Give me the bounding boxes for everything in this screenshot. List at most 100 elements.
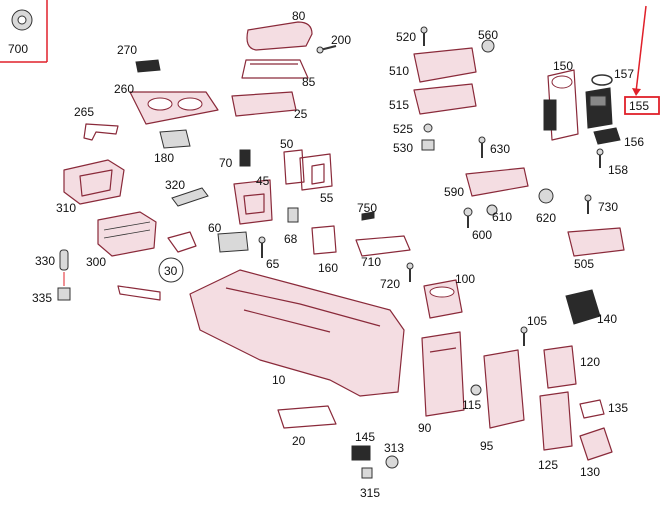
part-515[interactable] — [413, 83, 477, 115]
part-95[interactable] — [483, 349, 525, 429]
part-150[interactable] — [543, 69, 579, 141]
part-200[interactable] — [316, 45, 337, 54]
part-135[interactable] — [579, 399, 605, 419]
label-620: 620 — [536, 211, 556, 225]
part-530[interactable] — [421, 139, 435, 151]
part-335[interactable] — [57, 272, 71, 301]
part-525[interactable] — [423, 123, 433, 133]
part-315[interactable] — [361, 467, 373, 479]
label-65: 65 — [266, 257, 280, 271]
part-320[interactable] — [171, 187, 209, 207]
label-710: 710 — [361, 255, 381, 269]
label-135: 135 — [608, 401, 628, 415]
label-85: 85 — [302, 75, 316, 89]
part-20[interactable] — [277, 405, 337, 429]
part-260[interactable] — [129, 91, 219, 125]
label-157: 157 — [614, 67, 634, 81]
part-105[interactable] — [520, 326, 528, 346]
part-10[interactable] — [189, 269, 405, 397]
label-55: 55 — [320, 191, 334, 205]
label-125: 125 — [538, 458, 558, 472]
part-158[interactable] — [596, 148, 604, 168]
part-60[interactable] — [217, 231, 249, 253]
part-157[interactable] — [591, 74, 613, 86]
part-68[interactable] — [287, 207, 299, 223]
label-310: 310 — [56, 201, 76, 215]
label-720: 720 — [380, 277, 400, 291]
label-50: 50 — [280, 137, 294, 151]
part-65[interactable] — [258, 236, 266, 258]
label-155: 155 — [629, 99, 649, 113]
part-590[interactable] — [465, 167, 529, 197]
label-80: 80 — [292, 9, 306, 23]
part-180[interactable] — [159, 129, 191, 149]
label-70: 70 — [219, 156, 233, 170]
label-525: 525 — [393, 122, 413, 136]
label-90: 90 — [418, 421, 432, 435]
label-160: 160 — [318, 261, 338, 275]
part-130[interactable] — [579, 427, 613, 461]
part-156[interactable] — [593, 127, 621, 145]
label-20: 20 — [292, 434, 306, 448]
part-520[interactable] — [420, 26, 428, 46]
label-150: 150 — [553, 59, 573, 73]
part-560[interactable] — [481, 39, 495, 53]
label-260: 260 — [114, 82, 134, 96]
label-560: 560 — [478, 28, 498, 42]
part-90[interactable] — [421, 331, 465, 417]
part-313[interactable] — [385, 455, 399, 469]
label-200: 200 — [331, 33, 351, 47]
part-80[interactable] — [246, 21, 313, 51]
part-145[interactable] — [351, 445, 371, 461]
label-315: 315 — [360, 486, 380, 500]
label-95: 95 — [480, 439, 494, 453]
part-50[interactable] — [283, 149, 305, 185]
label-180: 180 — [154, 151, 174, 165]
label-100: 100 — [455, 272, 475, 286]
label-10: 10 — [272, 373, 286, 387]
part-30[interactable] — [117, 231, 197, 301]
part-730[interactable] — [584, 194, 592, 214]
part-720[interactable] — [406, 262, 414, 282]
part-100[interactable] — [423, 279, 463, 319]
part-140[interactable] — [565, 289, 601, 325]
part-125[interactable] — [539, 391, 573, 451]
part-700[interactable] — [0, 0, 48, 63]
part-750[interactable] — [361, 211, 375, 221]
part-620[interactable] — [538, 188, 554, 204]
label-505: 505 — [574, 257, 594, 271]
label-300: 300 — [86, 255, 106, 269]
part-600[interactable] — [463, 207, 473, 228]
part-300[interactable] — [97, 211, 157, 257]
part-55[interactable] — [299, 153, 333, 191]
part-85[interactable] — [241, 59, 309, 79]
label-600: 600 — [472, 228, 492, 242]
part-630[interactable] — [478, 136, 486, 158]
part-265[interactable] — [83, 123, 119, 141]
part-25[interactable] — [231, 91, 297, 117]
part-45[interactable] — [233, 179, 273, 225]
part-310[interactable] — [63, 159, 125, 205]
part-610[interactable] — [486, 204, 498, 216]
label-750: 750 — [357, 201, 377, 215]
part-505[interactable] — [567, 227, 625, 257]
part-160[interactable] — [311, 225, 337, 255]
label-60: 60 — [208, 221, 222, 235]
part-70[interactable] — [239, 149, 251, 167]
label-68: 68 — [284, 232, 298, 246]
part-115[interactable] — [470, 384, 482, 396]
part-120[interactable] — [543, 345, 577, 389]
label-270: 270 — [117, 43, 137, 57]
label-510: 510 — [389, 64, 409, 78]
label-730: 730 — [598, 200, 618, 214]
part-270[interactable] — [135, 59, 161, 73]
label-530: 530 — [393, 141, 413, 155]
part-155[interactable] — [585, 5, 660, 129]
part-510[interactable] — [413, 47, 477, 83]
label-335: 335 — [32, 291, 52, 305]
label-156: 156 — [624, 135, 644, 149]
part-330[interactable] — [59, 249, 69, 271]
label-313: 313 — [384, 441, 404, 455]
part-710[interactable] — [355, 235, 411, 257]
